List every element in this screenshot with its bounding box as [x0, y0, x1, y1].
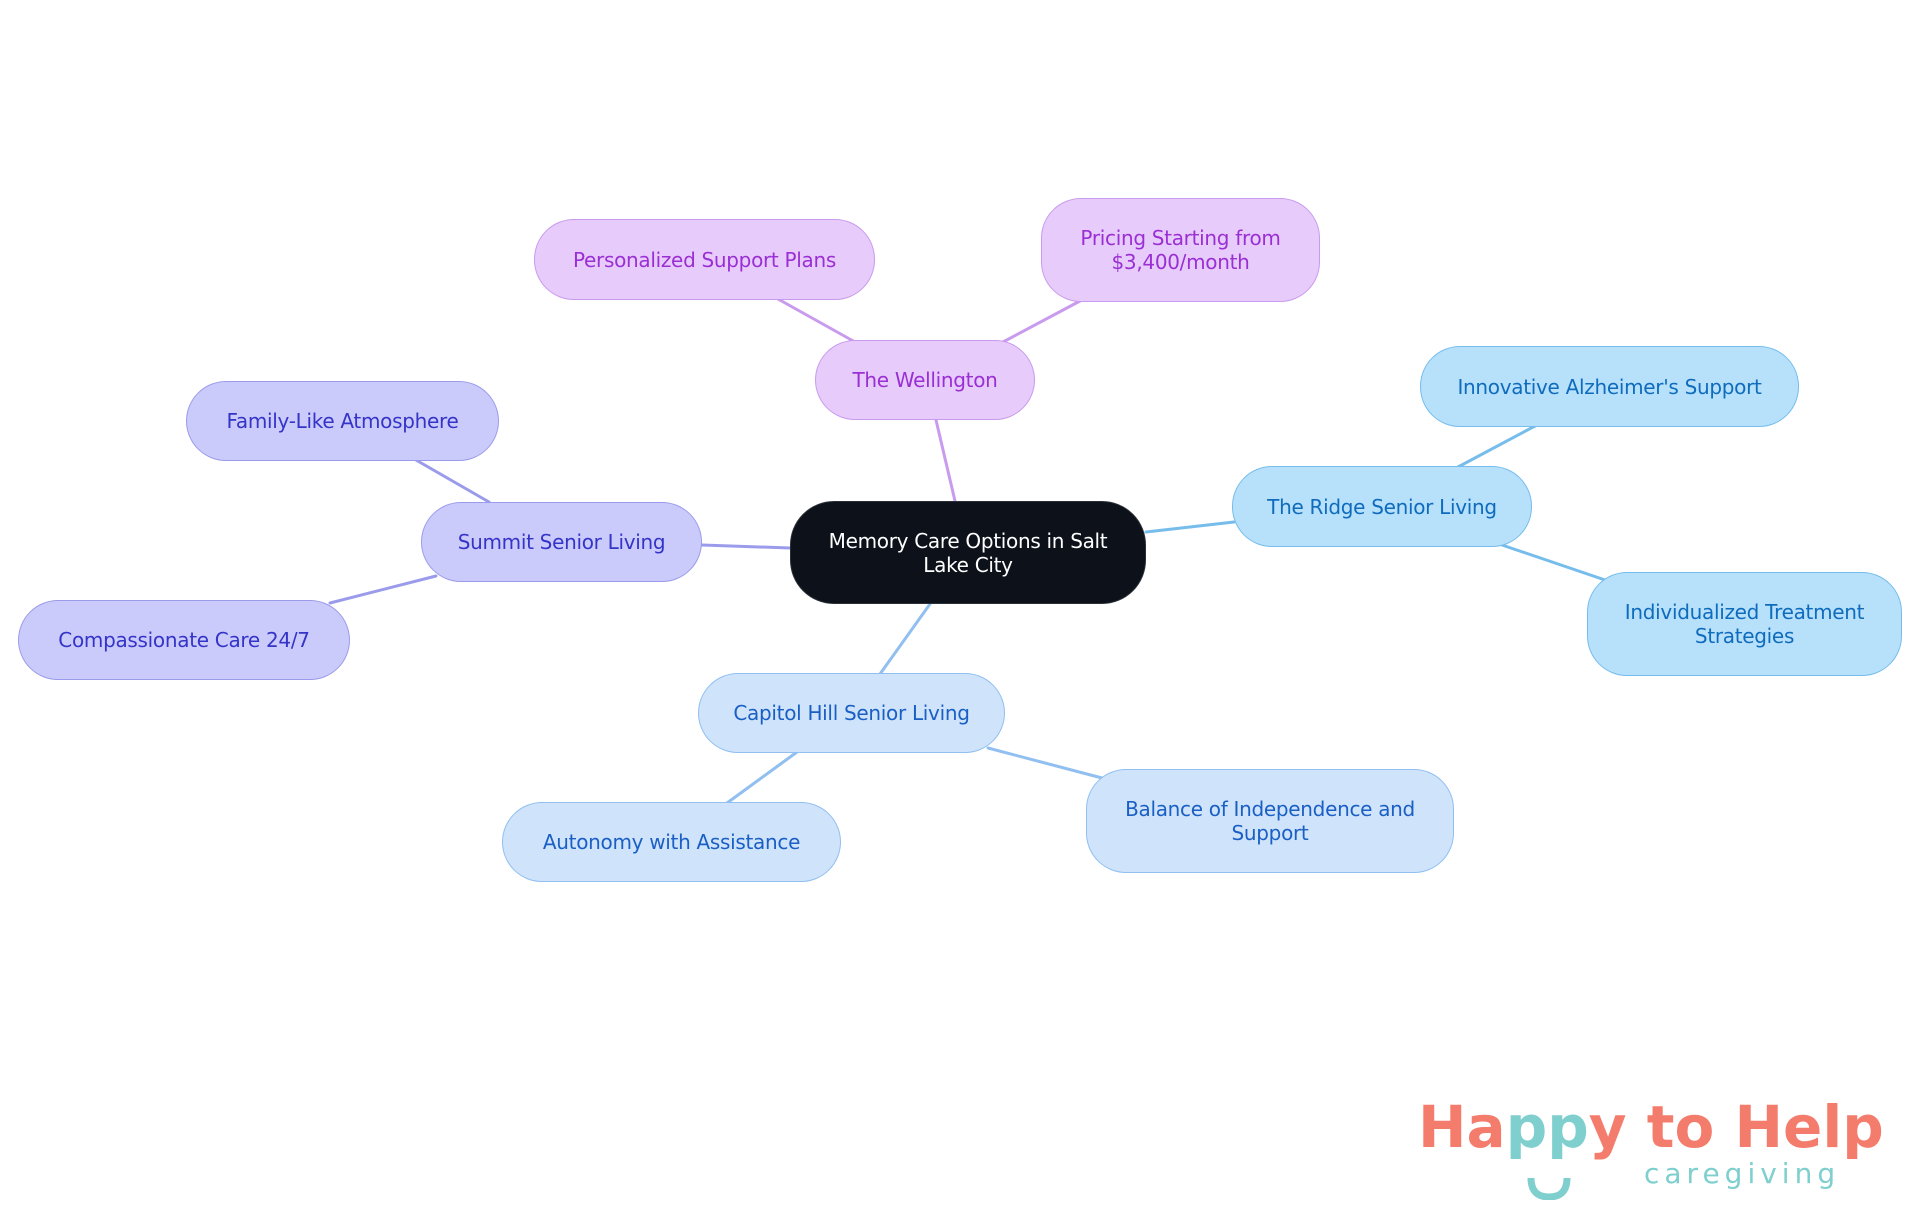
connector-line [1001, 299, 1082, 344]
node-label: Autonomy with Assistance [542, 830, 801, 854]
branch-node-the-ridge-senior-living[interactable]: The Ridge Senior Living [1232, 466, 1532, 547]
node-label: Personalized Support Plans [572, 247, 837, 272]
connector-line [1144, 520, 1236, 534]
connector-line [414, 458, 491, 504]
smile-icon [1527, 1177, 1571, 1200]
leaf-node-balance-of-independence-and-support[interactable]: Balance of Independence and Support [1086, 769, 1454, 873]
connector-line [878, 602, 932, 676]
branch-node-the-wellington[interactable]: The Wellington [815, 340, 1035, 420]
node-label: The Ridge Senior Living [1267, 494, 1497, 519]
node-label: Compassionate Care 24/7 [58, 628, 310, 652]
node-label: The Wellington [852, 368, 998, 392]
logo-text-pp: pp [1505, 1093, 1589, 1161]
happy-to-help-logo: Happy to Help caregiving [1418, 1092, 1888, 1207]
node-label: Innovative Alzheimer's Support [1457, 374, 1762, 399]
node-label: Family-Like Atmosphere [226, 409, 459, 433]
leaf-node-personalized-support-plans[interactable]: Personalized Support Plans [534, 219, 875, 300]
connector-line [1500, 543, 1610, 583]
connector-line [328, 574, 438, 605]
leaf-node-compassionate-care-24-7[interactable]: Compassionate Care 24/7 [18, 600, 350, 680]
branch-node-summit-senior-living[interactable]: Summit Senior Living [421, 502, 702, 582]
central-topic-node[interactable]: Memory Care Options in Salt Lake City [790, 501, 1146, 604]
connector-line [986, 746, 1104, 780]
connector-line [1456, 424, 1537, 469]
logo-tagline: caregiving [1644, 1157, 1841, 1190]
leaf-node-family-like-atmosphere[interactable]: Family-Like Atmosphere [186, 381, 499, 461]
node-label: Memory Care Options in Salt Lake City [828, 528, 1108, 577]
connector-line [725, 750, 799, 805]
node-label: Pricing Starting from $3,400/month [1080, 226, 1281, 274]
logo-wordmark: Happy to Help [1418, 1092, 1884, 1162]
logo-text-ha: Ha [1418, 1093, 1506, 1161]
node-label: Capitol Hill Senior Living [733, 701, 970, 725]
branch-node-capitol-hill-senior-living[interactable]: Capitol Hill Senior Living [698, 673, 1005, 753]
logo-text-rest: y to Help [1588, 1093, 1884, 1161]
connector-line [700, 543, 792, 550]
leaf-node-individualized-treatment-strategies[interactable]: Individualized Treatment Strategies [1587, 572, 1902, 676]
node-label: Balance of Independence and Support [1125, 797, 1415, 845]
node-label: Individualized Treatment Strategies [1624, 600, 1865, 648]
leaf-node-pricing-starting-from-3-400-month[interactable]: Pricing Starting from $3,400/month [1041, 198, 1320, 302]
connector-line [776, 297, 857, 344]
connector-line [934, 418, 957, 503]
leaf-node-innovative-alzheimer-s-support[interactable]: Innovative Alzheimer's Support [1420, 346, 1799, 427]
leaf-node-autonomy-with-assistance[interactable]: Autonomy with Assistance [502, 802, 841, 882]
node-label: Summit Senior Living [457, 530, 666, 554]
